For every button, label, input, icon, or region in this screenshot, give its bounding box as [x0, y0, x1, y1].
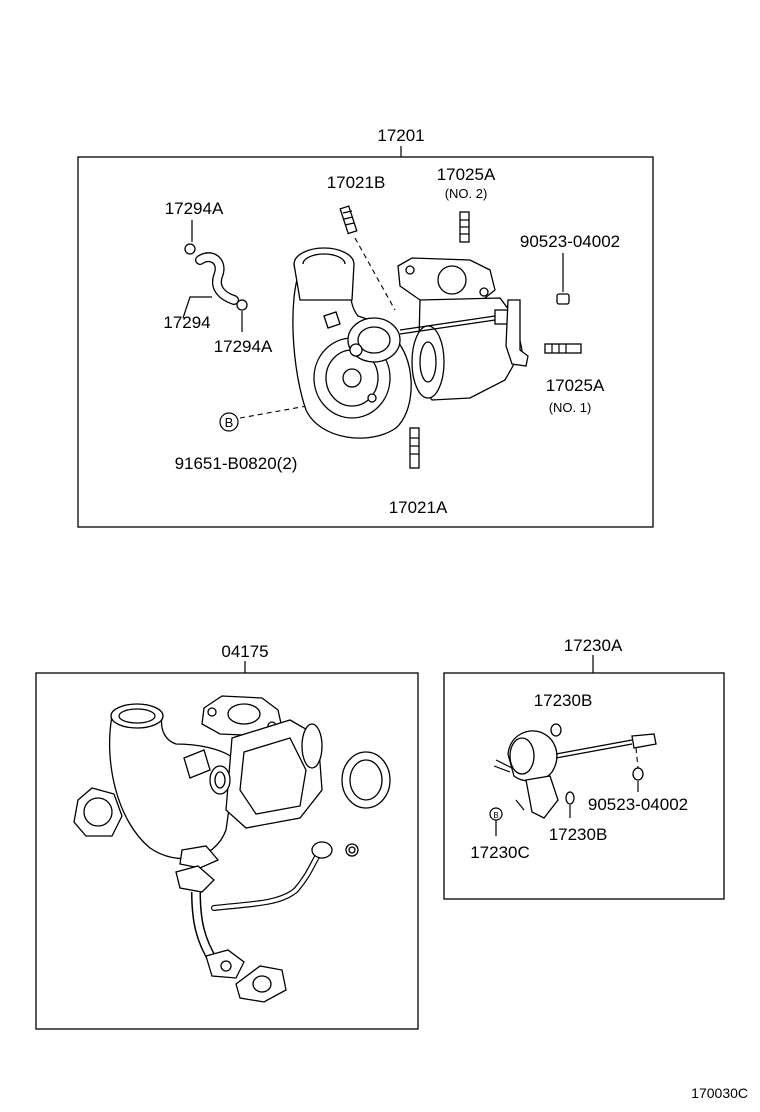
- nut-90523-top-icon: [556, 293, 570, 305]
- gasket-kit-group: 04175: [35, 642, 419, 1030]
- turbo-assembly-frame: [77, 156, 654, 528]
- turbocharger-drawing: [292, 247, 529, 439]
- actuator-marker-b-text: B: [493, 811, 498, 820]
- label-04175[interactable]: 04175: [221, 642, 268, 661]
- label-17294a-bottom[interactable]: 17294A: [214, 337, 273, 356]
- label-17230b-top[interactable]: 17230B: [534, 691, 593, 710]
- label-17025a-top-note: (NO. 2): [445, 186, 488, 201]
- label-17201[interactable]: 17201: [377, 126, 424, 145]
- stud-17021a-icon: [409, 427, 420, 469]
- label-17230b-bottom[interactable]: 17230B: [549, 825, 608, 844]
- label-17230a[interactable]: 17230A: [564, 636, 623, 655]
- label-90523-top[interactable]: 90523-04002: [520, 232, 620, 251]
- nut-90523-actuator-icon: [632, 767, 644, 781]
- label-91651[interactable]: 91651-B0820(2): [175, 454, 298, 473]
- gasket-kit-frame: [35, 672, 419, 1030]
- clamp-17294a-top-icon: [184, 243, 196, 255]
- label-17025a-bottom[interactable]: 17025A: [546, 376, 605, 395]
- diagram-code: 170030C: [691, 1085, 748, 1101]
- bolt-marker-b-text: B: [225, 415, 234, 430]
- label-17021a[interactable]: 17021A: [389, 498, 448, 517]
- label-17294[interactable]: 17294: [163, 313, 210, 332]
- label-17025a-bottom-note: (NO. 1): [549, 400, 592, 415]
- label-17230c[interactable]: 17230C: [470, 843, 530, 862]
- actuator-group: 17230A 17230B 90523-04002 B 17230C 17230…: [443, 636, 725, 900]
- label-17294a-top[interactable]: 17294A: [165, 199, 224, 218]
- actuator-frame: [443, 672, 725, 900]
- clip-17230b-bottom-icon: [565, 791, 575, 805]
- bolt-marker-b: [219, 412, 239, 432]
- actuator-drawing: [493, 730, 657, 819]
- label-17021b[interactable]: 17021B: [327, 173, 386, 192]
- stud-17021b-icon: [339, 205, 358, 235]
- stud-17025a-no2-icon: [459, 211, 470, 243]
- label-17025a-top[interactable]: 17025A: [437, 165, 496, 184]
- clamp-17294a-bottom-icon: [236, 299, 248, 311]
- gasket-kit-drawing: [73, 695, 391, 1003]
- label-90523-actuator[interactable]: 90523-04002: [588, 795, 688, 814]
- clip-17230b-top-icon: [550, 723, 562, 737]
- stud-17025a-no1-icon: [544, 343, 582, 354]
- turbo-assembly-group: 17201 17021B 17025A (NO. 2) 17294A 17294: [77, 126, 654, 528]
